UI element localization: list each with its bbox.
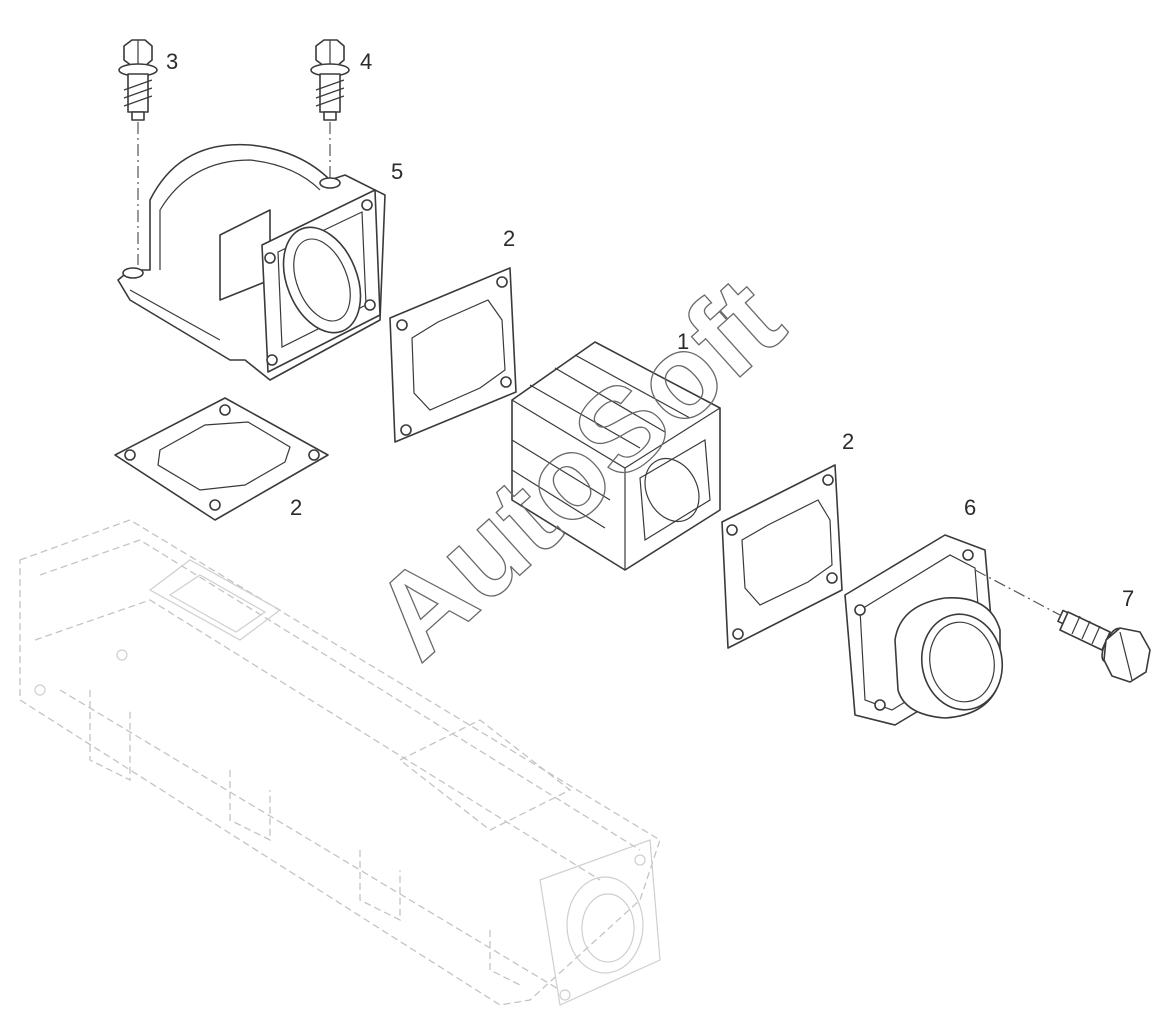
callout-2-left: 2 (290, 495, 302, 520)
elbow-housing-5 (117, 143, 386, 381)
callout-5: 5 (391, 159, 403, 184)
callout-6: 6 (964, 495, 976, 520)
bolt-4 (310, 39, 350, 182)
gasket-2-right (721, 464, 843, 649)
bolt-7 (1057, 609, 1151, 683)
outlet-flange-6 (844, 534, 1061, 726)
callout-7: 7 (1122, 586, 1134, 611)
callout-3: 3 (166, 49, 178, 74)
finned-block-1 (511, 341, 721, 571)
callout-2-upper: 2 (503, 226, 515, 251)
callout-1: 1 (677, 329, 689, 354)
exhaust-manifold-ghost (19, 519, 661, 1006)
callout-4: 4 (360, 49, 372, 74)
callout-2-right: 2 (842, 429, 854, 454)
gasket-2-upper (389, 267, 517, 443)
bolt-3 (118, 39, 158, 265)
gasket-2-left (114, 397, 329, 521)
